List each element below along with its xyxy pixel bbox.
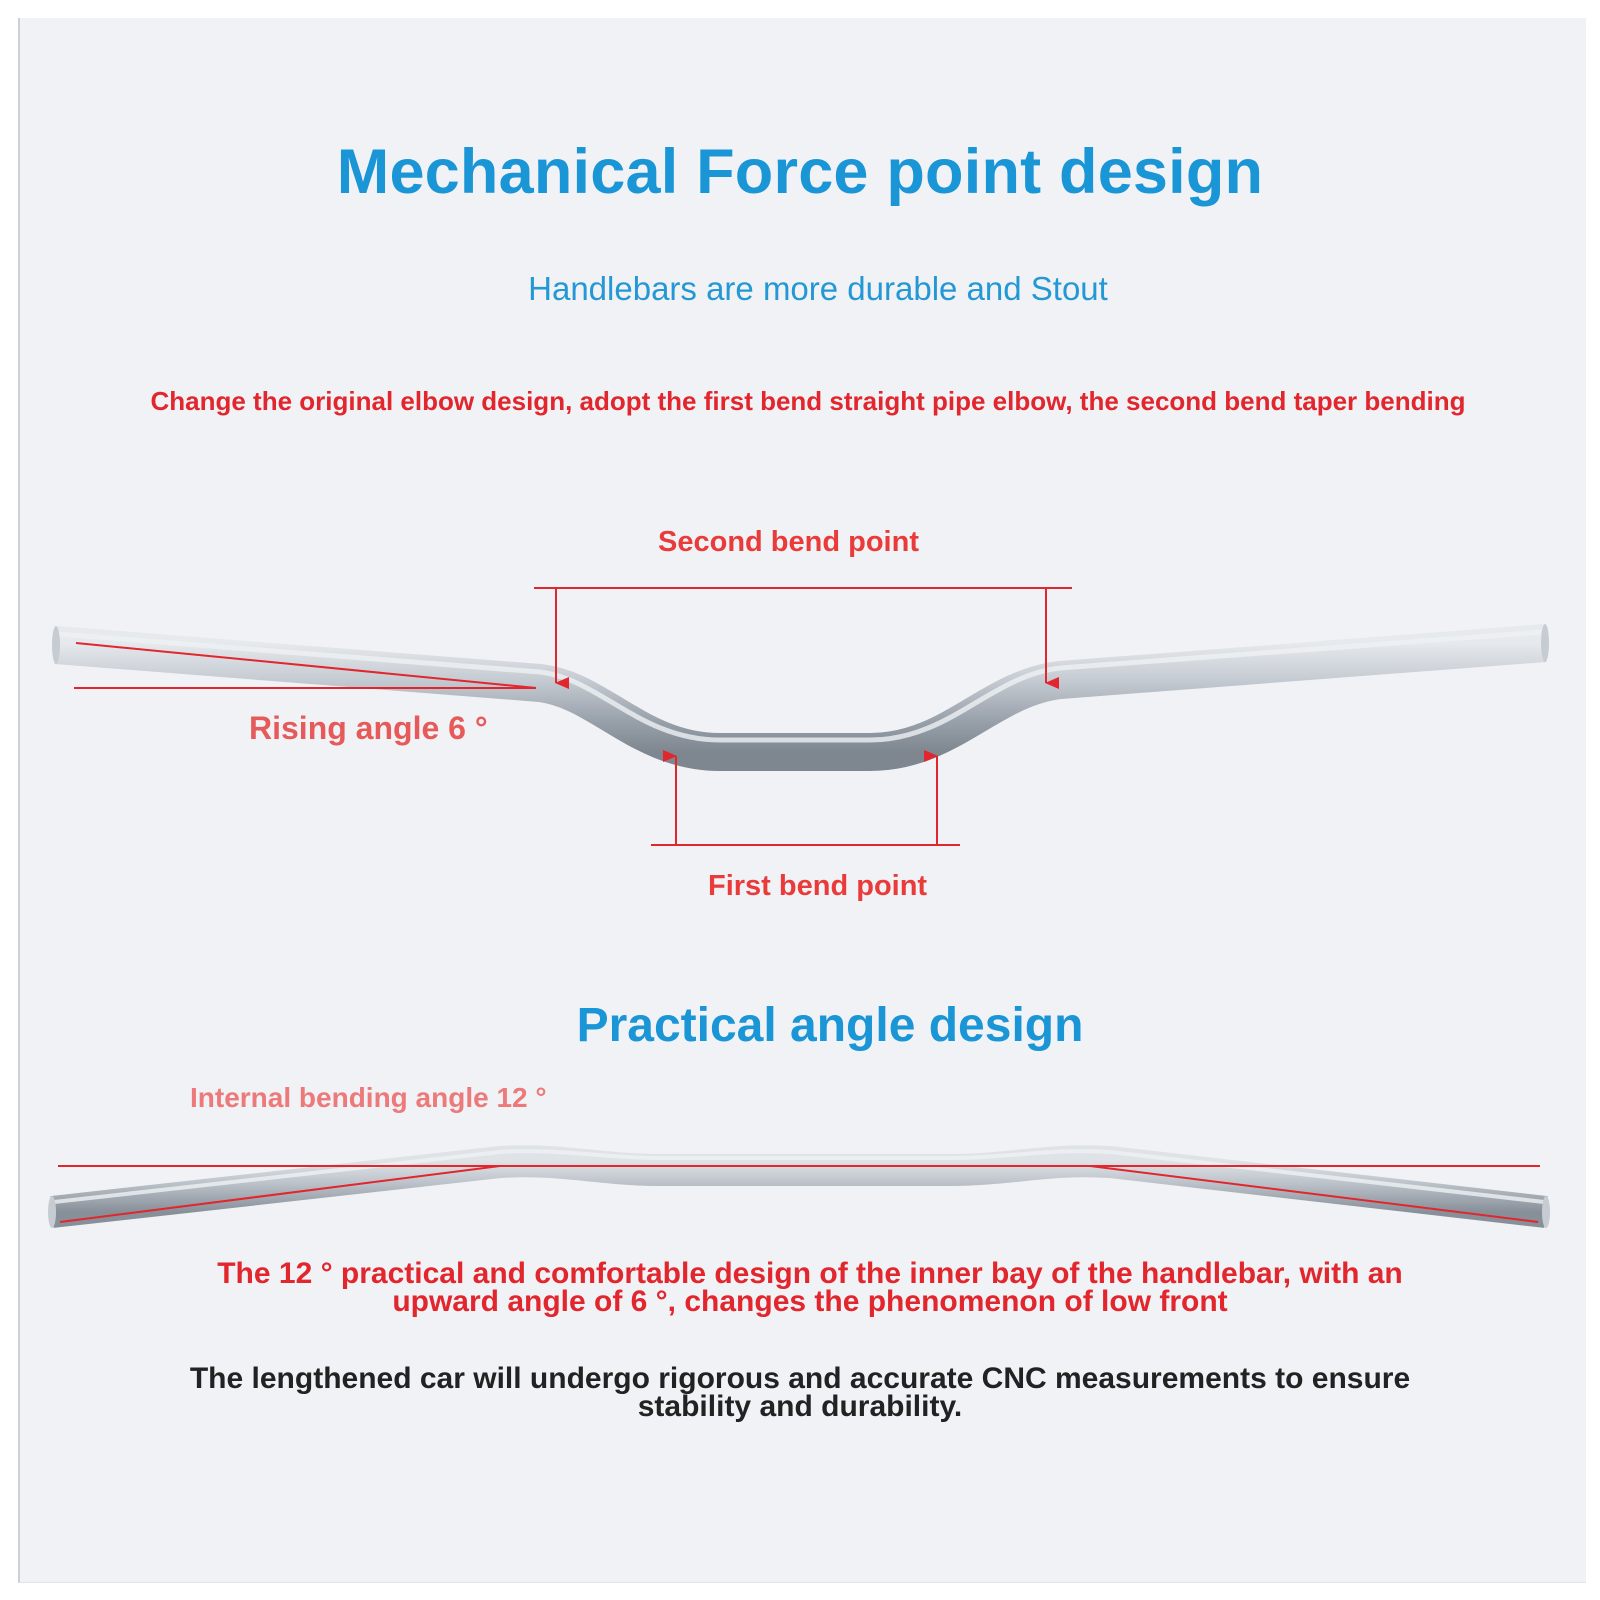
riser-right-end <box>1541 624 1549 662</box>
internal-angle-left-slope <box>59 1165 501 1223</box>
riser-handlebar <box>54 624 1547 771</box>
flat-handlebar-highlight <box>53 1149 1545 1204</box>
flat-left-end <box>48 1196 56 1228</box>
internal-angle-right-slope <box>1089 1165 1539 1223</box>
section-title-practical-angle: Practical angle design <box>576 999 1084 1052</box>
cnc-note: The lengthened car will undergo rigorous… <box>189 1362 1411 1423</box>
riser-left-end <box>52 626 60 664</box>
page-title: Mechanical Force point design <box>336 137 1264 207</box>
internal-angle-label: Internal bending angle 12 ° <box>190 1082 547 1113</box>
change-note: Change the original elbow design, adopt … <box>150 386 1466 416</box>
background-panel <box>18 18 1586 1583</box>
first-bend-label: First bend point <box>708 870 928 902</box>
rising-angle-slope-line <box>75 642 537 689</box>
riser-handlebar-highlight <box>57 629 1544 743</box>
flat-handlebar <box>50 1145 1548 1228</box>
second-bend-label: Second bend point <box>658 526 919 558</box>
angle-description: The 12 ° practical and comfortable desig… <box>217 1257 1403 1318</box>
flat-right-end <box>1542 1196 1550 1228</box>
rising-angle-label: Rising angle 6 ° <box>249 710 488 746</box>
page-subtitle: Handlebars are more durable and Stout <box>528 270 1108 307</box>
